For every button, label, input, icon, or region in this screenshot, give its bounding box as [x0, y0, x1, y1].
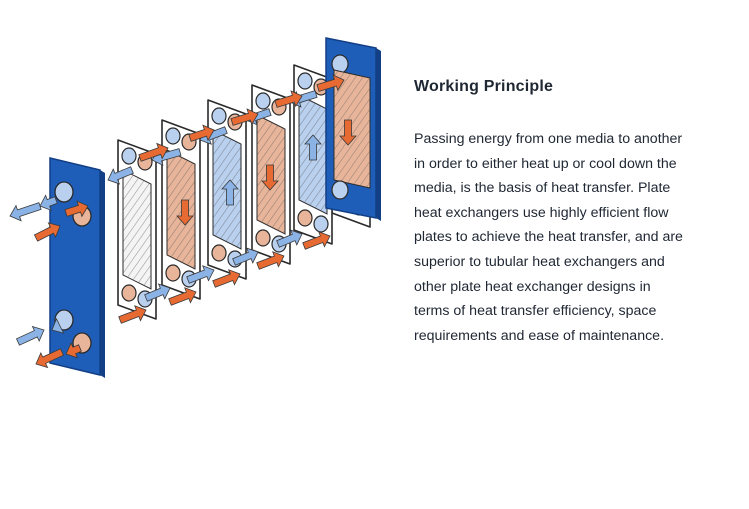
cold-flow-arrow-icon — [232, 247, 259, 266]
hot-flow-arrow-icon — [316, 74, 345, 92]
cold-flow-arrow-icon — [16, 325, 45, 346]
hot-flow-arrow-icon — [35, 348, 64, 369]
cold-flow-arrow-icon — [39, 194, 58, 212]
hot-flow-arrow-icon — [256, 251, 285, 270]
port-hole-icon — [297, 209, 313, 227]
hot-flow-arrow-icon — [168, 287, 197, 306]
port-hole-icon — [331, 180, 349, 200]
port-hole-icon — [165, 264, 181, 282]
hot-flow-arrow-icon — [188, 124, 215, 142]
flow-plate-2 — [161, 119, 201, 300]
cold-flow-arrow-icon — [186, 265, 215, 284]
port-hole-icon — [255, 92, 271, 110]
cold-flow-arrow-icon — [9, 202, 42, 222]
hot-flow-arrow-icon — [138, 142, 169, 162]
port-hole-icon — [54, 181, 74, 203]
hot-flow-arrow-icon — [65, 342, 82, 359]
hot-flow-arrow-icon — [176, 199, 194, 226]
frame-plates — [49, 37, 381, 378]
port-hole-icon — [313, 215, 329, 233]
port-hole-icon — [211, 107, 227, 125]
port-hole-icon — [211, 244, 227, 262]
plate-heat-exchanger-diagram — [9, 37, 381, 378]
section-title: Working Principle — [414, 78, 554, 95]
frame-plate-front — [49, 157, 105, 378]
hot-flow-arrow-icon — [33, 222, 61, 242]
cold-flow-arrow-icon — [221, 179, 239, 206]
port-hole-icon — [255, 229, 271, 247]
section-body: Passing energy from one media to another… — [414, 131, 683, 344]
port-hole-icon — [121, 147, 137, 165]
hot-flow-arrow-icon — [339, 119, 357, 146]
working-principle-section: Working Principle Passing energy from on… — [414, 78, 724, 348]
hot-flow-arrow-icon — [261, 164, 279, 191]
hot-flow-arrow-icon — [302, 231, 331, 250]
hot-flow-arrow-icon — [64, 200, 89, 218]
cold-flow-arrow-icon — [276, 229, 303, 248]
flow-plate-1 — [117, 139, 157, 320]
port-hole-icon — [165, 127, 181, 145]
hot-flow-arrow-icon — [118, 305, 147, 324]
cold-flow-arrow-icon — [51, 317, 65, 334]
hot-flow-arrow-icon — [230, 108, 259, 126]
cold-flow-arrow-icon — [304, 134, 322, 161]
flow-arrows — [9, 74, 357, 369]
cold-flow-arrow-icon — [144, 283, 171, 302]
cold-flow-arrow-icon — [107, 166, 134, 185]
pressure-plate-back — [325, 37, 381, 221]
port-hole-icon — [297, 72, 313, 90]
hot-flow-arrow-icon — [212, 269, 241, 288]
hot-flow-arrow-icon — [274, 90, 303, 108]
port-hole-icon — [121, 284, 137, 302]
